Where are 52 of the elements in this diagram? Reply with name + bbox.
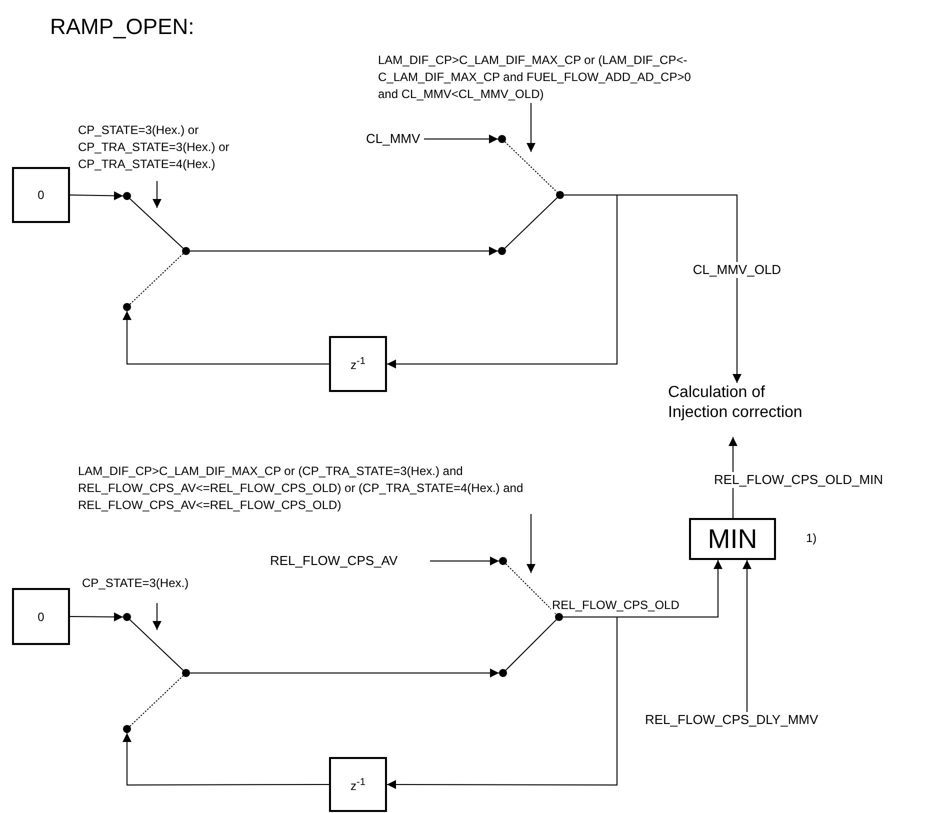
- footnote-mark: 1): [806, 531, 817, 545]
- arrow: [152, 180, 162, 208]
- connector-line: [504, 197, 558, 249]
- diagram-title: RAMP_OPEN:: [50, 14, 194, 40]
- condition-text: CP_STATE=3(Hex.) or CP_TRA_STATE=3(Hex.) or CP_TRA_STATE=4(Hex.): [78, 122, 293, 181]
- switch-contact: [556, 191, 564, 199]
- switch-contact: [123, 303, 131, 311]
- signal-label: REL_FLOW_CPS_AV: [270, 553, 430, 569]
- arrow: [742, 560, 752, 712]
- connector-line: [505, 563, 557, 615]
- arrow: [122, 310, 330, 364]
- switch-contact: [498, 135, 506, 143]
- condition-text: LAM_DIF_CP>C_LAM_DIF_MAX_CP or (LAM_DIF_CP<-C_LAM_DIF_MAX_CP and FUEL_FLOW_ADD_AD_CP>0 and CL_MMV<CL_MMV_OLD): [378, 52, 698, 103]
- connector-line: [129, 619, 184, 671]
- arrow: [386, 194, 618, 368]
- switch-contact: [123, 725, 131, 733]
- condition-text: CP_STATE=3(Hex.): [82, 575, 232, 603]
- arrow: [70, 191, 124, 200]
- arrow: [152, 602, 162, 630]
- arrow: [526, 514, 536, 574]
- signal-label: CL_MMV: [366, 131, 424, 147]
- switch-contact: [498, 247, 506, 255]
- arrow: [190, 246, 498, 256]
- arrow: [70, 612, 124, 622]
- switch-contact: [555, 613, 563, 621]
- arrow: [424, 134, 498, 144]
- arrow: [526, 102, 536, 152]
- connector-line: [505, 619, 557, 671]
- arrow: [430, 556, 500, 566]
- output-label: Calculation of Injection correction: [668, 383, 818, 437]
- condition-text: LAM_DIF_CP>C_LAM_DIF_MAX_CP or (CP_TRA_STATE=3(Hex.) and REL_FLOW_CPS_AV<=REL_FLOW_CPS_OLD) or (CP_TRA_STATE=4(Hex.) and REL_FLOW_CPS_AV<=REL_FLOW_CPS_OLD): [78, 463, 686, 514]
- edge-label: REL_FLOW_CPS_OLD_MIN: [713, 472, 884, 488]
- edge-label: CL_MMV_OLD: [692, 262, 782, 278]
- switch-contact: [499, 557, 507, 565]
- connector-line: [129, 198, 184, 249]
- process-box: 0: [12, 167, 70, 223]
- process-box: MIN: [689, 518, 776, 560]
- connector-line: [129, 675, 184, 727]
- connector-line: [129, 253, 184, 305]
- process-box: z$^{-1}$: [329, 336, 387, 392]
- arrow: [190, 668, 500, 678]
- connector-line: [504, 141, 558, 193]
- switch-contact: [499, 669, 507, 677]
- signal-label: REL_FLOW_CPS_DLY_MMV: [645, 712, 870, 728]
- process-box: z$^{-1}$: [329, 757, 387, 812]
- process-box: 0: [12, 588, 70, 645]
- switch-contact: [182, 669, 190, 677]
- switch-contact: [123, 192, 131, 200]
- switch-contact: [182, 247, 190, 255]
- arrow: [386, 616, 618, 790]
- arrow: [122, 732, 330, 786]
- switch-contact: [123, 613, 131, 621]
